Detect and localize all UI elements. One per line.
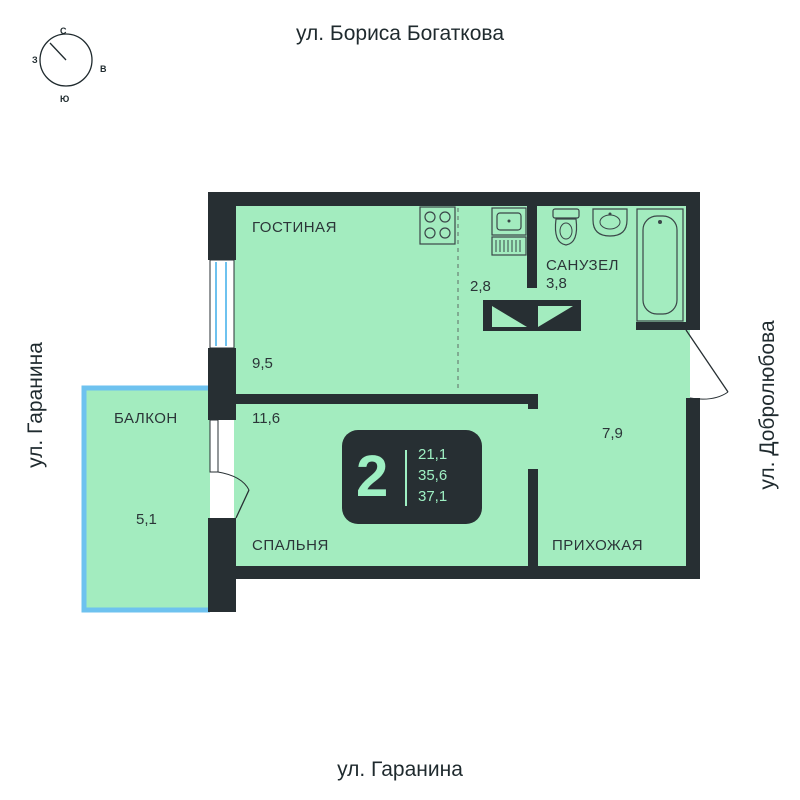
compass-west: З [32, 55, 38, 65]
compass-icon [39, 33, 93, 87]
wall-left-bottom [208, 518, 236, 612]
compass: С В Ю З [30, 22, 110, 104]
wall-bathroom-left [527, 192, 537, 288]
balcony-door-glass [209, 419, 219, 473]
room-label-balcony: БАЛКОН [114, 410, 178, 427]
kitchen-sink-icon [491, 207, 527, 256]
wall-bathroom-bottom [636, 322, 696, 330]
area-kitchen-zone: 2,8 [470, 278, 491, 295]
rooms-count: 2 [356, 444, 389, 509]
street-bottom: ул. Гаранина [337, 758, 463, 781]
balcony-outline [81, 385, 210, 613]
wall-bedroom-top [234, 394, 534, 404]
compass-east: В [100, 64, 107, 74]
summary-badge: 2 21,1 35,6 37,1 [342, 430, 482, 524]
area-living: 9,5 [252, 355, 273, 372]
wall-bedroom-right [528, 469, 538, 569]
room-label-living: ГОСТИНАЯ [252, 219, 337, 236]
stove-icon [419, 206, 456, 245]
area-bedroom: 11,6 [252, 410, 281, 427]
balcony-door [235, 489, 250, 519]
badge-divider [405, 450, 407, 506]
total-with-balcony-value: 37,1 [418, 488, 448, 505]
wall-left-middle [208, 348, 236, 420]
area-hallway: 7,9 [602, 425, 623, 442]
room-label-bathroom: САНУЗЕЛ [546, 257, 619, 274]
total-area-value: 35,6 [418, 467, 448, 484]
room-label-bedroom: СПАЛЬНЯ [252, 537, 329, 554]
area-values: 21,1 35,6 37,1 [418, 444, 447, 507]
wall-top [208, 192, 700, 206]
living-area-value: 21,1 [418, 446, 448, 463]
area-bathroom: 3,8 [546, 275, 567, 292]
street-top: ул. Бориса Богаткова [295, 22, 505, 45]
balcony-floor [86, 388, 210, 608]
entrance-door [685, 329, 729, 393]
wall-left-top [208, 192, 236, 260]
window [209, 259, 235, 349]
bathtub-icon [636, 208, 684, 322]
wall-bottom [208, 566, 700, 579]
wall-right-upper [686, 192, 700, 330]
room-label-hallway: ПРИХОЖАЯ [552, 537, 644, 554]
toilet-icon [552, 208, 580, 246]
wall-right-lower [686, 398, 700, 579]
washbasin-icon [592, 208, 628, 237]
compass-south: Ю [60, 94, 70, 104]
area-balcony: 5,1 [136, 511, 157, 528]
compass-north: С [60, 26, 67, 36]
